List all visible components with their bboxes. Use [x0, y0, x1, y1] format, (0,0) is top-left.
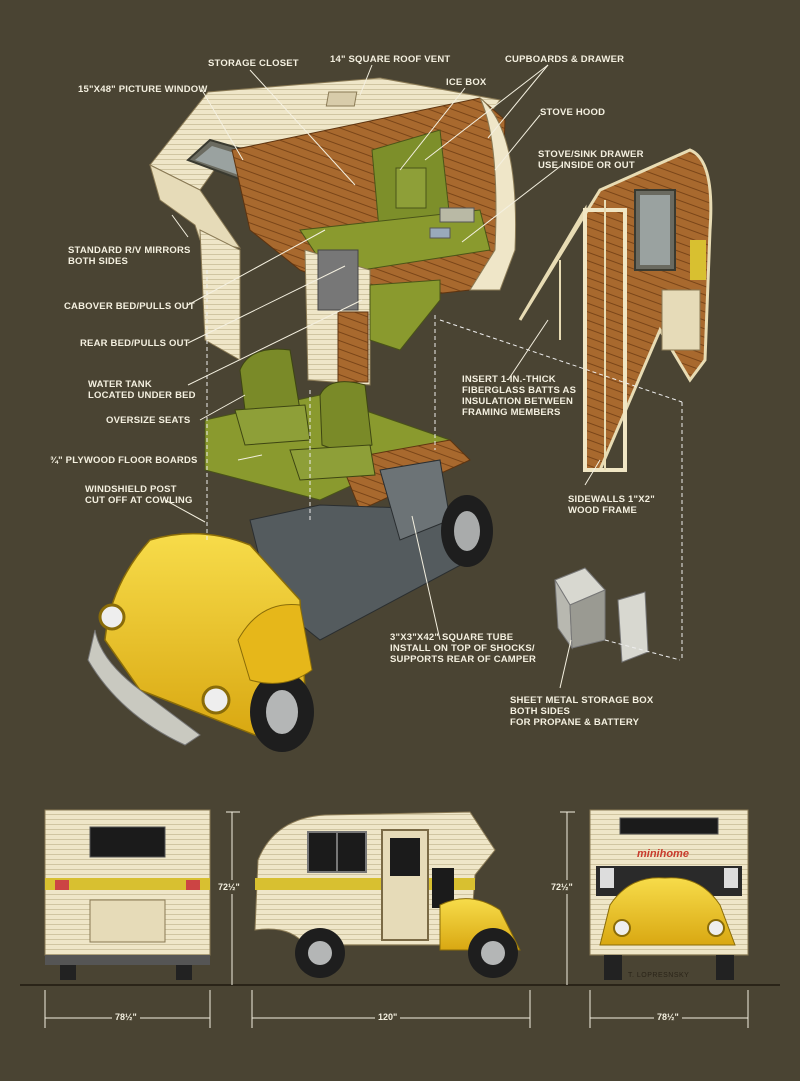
dim-rear-width: 78½"	[112, 1012, 140, 1022]
label-windshield: WINDSHIELD POST CUT OFF AT COWLING	[85, 484, 193, 506]
headlight-right	[201, 685, 231, 715]
dim-front-width: 78½"	[654, 1012, 682, 1022]
label-stove-hood: STOVE HOOD	[540, 107, 606, 118]
label-water-tank: WATER TANK LOCATED UNDER BED	[88, 379, 196, 401]
camper-shell	[149, 77, 517, 386]
label-cupboards: CUPBOARDS & DRAWER	[505, 54, 625, 65]
label-picture-window: 15"X48" PICTURE WINDOW	[78, 84, 208, 95]
rear-hub	[454, 511, 480, 551]
dim-front-height: 72½"	[551, 880, 573, 894]
brand-logo: minihome	[637, 848, 689, 860]
label-mirrors: STANDARD R/V MIRRORS BOTH SIDES	[68, 245, 191, 267]
seat-left-base	[234, 404, 311, 446]
label-square-tube: 3"X3"X42" SQUARE TUBE INSTALL ON TOP OF …	[390, 632, 537, 665]
front-view	[589, 809, 749, 980]
label-cabover-bed: CABOVER BED/PULLS OUT	[64, 301, 195, 312]
artist-signature: T. LOPRESNSKY	[628, 972, 690, 979]
label-oversize-seats: OVERSIZE SEATS	[106, 415, 191, 426]
headlight-left	[98, 603, 126, 631]
beetle-chassis	[87, 459, 493, 752]
front-bumper	[87, 629, 201, 746]
label-storage-closet: STORAGE CLOSET	[208, 58, 299, 69]
door-panel	[337, 311, 369, 383]
seat-right-back	[319, 381, 373, 451]
side-view	[254, 811, 521, 978]
label-floor-boards: ¾" PLYWOOD FLOOR BOARDS	[50, 455, 198, 466]
leader-lines	[164, 64, 601, 689]
storage-box	[554, 567, 649, 663]
label-rear-bed: REAR BED/PULLS OUT	[80, 338, 190, 349]
label-stove-sink: STOVE/SINK DRAWER USE INSIDE OR OUT	[538, 149, 644, 171]
stove-top	[439, 207, 475, 223]
door-window	[317, 249, 359, 311]
roof-vent-shape	[325, 91, 358, 107]
label-insulation: INSERT 1-IN.-THICK FIBERGLASS BATTS AS I…	[462, 374, 577, 418]
label-storage-box: SHEET METAL STORAGE BOX BOTH SIDES FOR P…	[510, 695, 654, 728]
label-roof-vent: 14" SQUARE ROOF VENT	[330, 54, 451, 65]
seat-right-base	[289, 444, 376, 481]
rear-view	[44, 809, 211, 980]
cabinet-door	[395, 167, 427, 209]
fender	[237, 603, 313, 684]
dim-side-height: 72½"	[218, 880, 240, 894]
guide-lines	[206, 270, 683, 661]
green-bench	[369, 279, 441, 351]
label-ice-box: ICE BOX	[446, 77, 487, 88]
sink	[429, 227, 451, 239]
label-sidewalls: SIDEWALLS 1"X2" WOOD FRAME	[568, 494, 655, 516]
dim-length: 120"	[375, 1012, 401, 1022]
front-hub	[266, 690, 298, 734]
sidewall-frame	[518, 148, 713, 472]
seat-left-back	[239, 348, 301, 416]
